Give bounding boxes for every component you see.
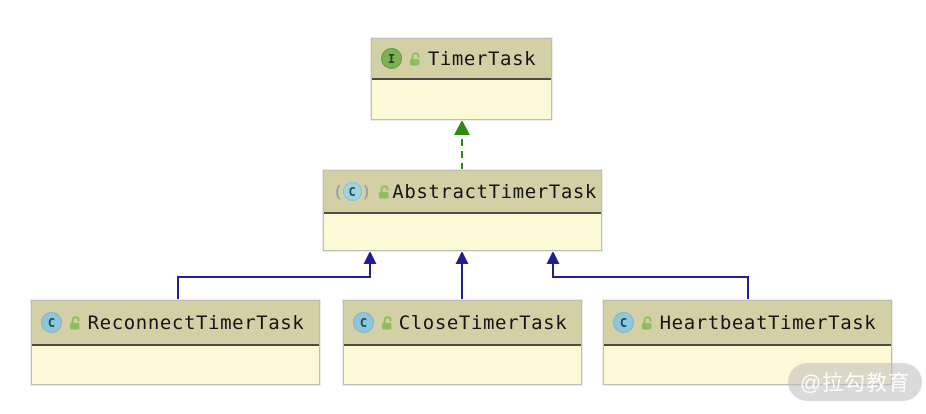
implements-edge-abstract-to-timertask: [454, 120, 470, 170]
class-name-label: AbstractTimerTask: [392, 180, 597, 203]
class-icon: C: [353, 312, 374, 333]
class-icon: C: [613, 312, 634, 333]
extends-edge-close-to-abstract: [455, 251, 469, 300]
extends-edge-heartbeat-to-abstract: [546, 251, 749, 300]
members-compartment: [372, 80, 551, 119]
class-name-label: TimerTask: [427, 47, 537, 70]
class-name-label: CloseTimerTask: [398, 311, 568, 334]
class-node-abstracttimertask[interactable]: ( C ) AbstractTimerTask: [323, 170, 602, 251]
class-node-timertask[interactable]: I TimerTask: [371, 38, 552, 120]
class-node-reconnecttimertask[interactable]: C ReconnectTimerTask: [31, 300, 320, 385]
watermark-badge: @拉勾教育: [788, 363, 922, 401]
abstract-class-icon: ( C ): [333, 182, 372, 201]
class-header: ( C ) AbstractTimerTask: [324, 171, 601, 214]
class-header: I TimerTask: [372, 39, 551, 80]
open-lock-icon: [639, 315, 655, 331]
class-icon: C: [41, 312, 62, 333]
open-lock-icon: [67, 315, 83, 331]
class-header: C CloseTimerTask: [344, 301, 581, 346]
open-lock-icon: [379, 315, 395, 331]
class-header: C ReconnectTimerTask: [32, 301, 319, 346]
class-name-label: HeartbeatTimerTask: [659, 311, 877, 334]
open-lock-icon: [407, 51, 423, 67]
members-compartment: [344, 346, 581, 384]
class-name-label: ReconnectTimerTask: [87, 311, 305, 334]
class-node-closetimertask[interactable]: C CloseTimerTask: [343, 300, 582, 385]
extends-edge-reconnect-to-abstract: [177, 251, 377, 300]
open-lock-icon: [376, 184, 392, 200]
class-header: C HeartbeatTimerTask: [604, 301, 891, 346]
interface-icon: I: [381, 48, 402, 69]
members-compartment: [324, 214, 601, 250]
members-compartment: [32, 346, 319, 384]
